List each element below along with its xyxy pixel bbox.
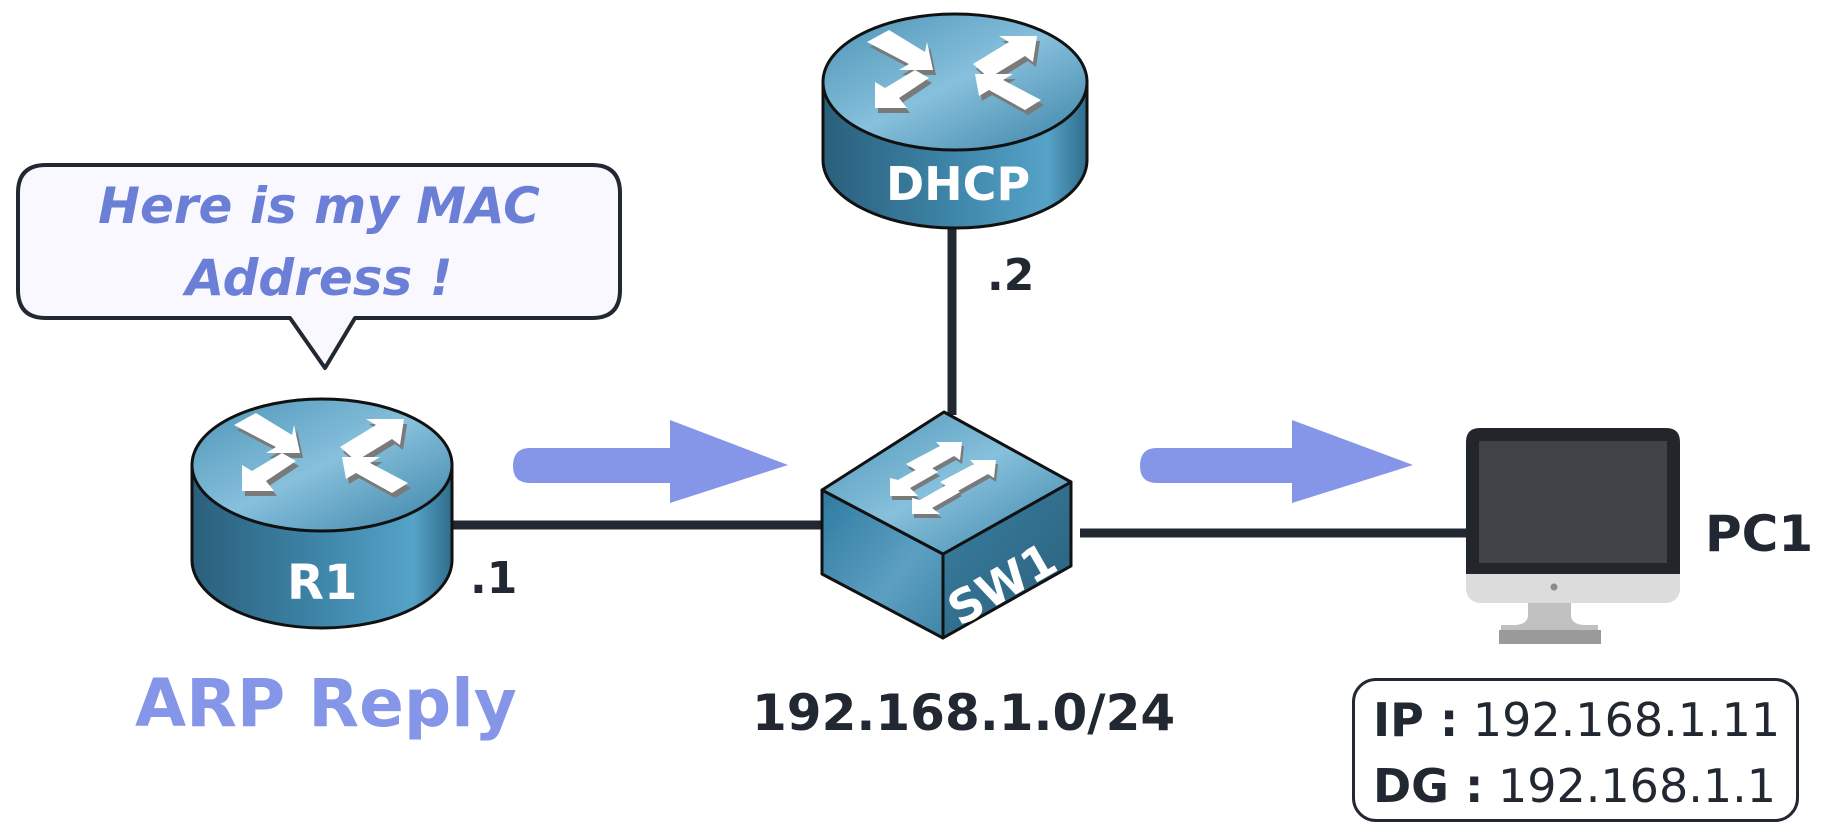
router-r1-label: R1 xyxy=(287,555,358,611)
flow-arrow-sw1-to-pc1 xyxy=(1140,420,1413,503)
pc1-gateway-value: 192.168.1.1 xyxy=(1497,759,1776,813)
flow-arrow-r1-to-sw1 xyxy=(513,420,788,503)
pc1-config-box: IP : 192.168.1.11 DG : 192.168.1.1 xyxy=(1352,678,1799,822)
pc1-ip-key: IP : xyxy=(1373,693,1459,747)
router-dhcp-icon[interactable] xyxy=(821,12,1089,230)
switch-sw1-icon[interactable]: SW1 xyxy=(820,410,1073,640)
diagram-title: ARP Reply xyxy=(135,665,517,742)
dhcp-interface-ip: .2 xyxy=(987,250,1035,301)
desktop-pc1-icon[interactable] xyxy=(1390,428,1680,645)
speech-bubble-line-1: Here is my MAC xyxy=(98,176,540,235)
pc1-gateway-key: DG : xyxy=(1373,759,1484,813)
pc1-gateway-row: DG : 192.168.1.1 xyxy=(1373,753,1796,819)
router-dhcp-label: DHCP xyxy=(886,157,1031,211)
pc1-label: PC1 xyxy=(1705,505,1814,563)
pc1-ip-row: IP : 192.168.1.11 xyxy=(1373,687,1796,753)
router-r1-icon[interactable] xyxy=(190,397,454,630)
pc1-ip-value: 192.168.1.11 xyxy=(1472,693,1781,747)
r1-interface-ip: .1 xyxy=(470,553,518,604)
subnet-label: 192.168.1.0/24 xyxy=(752,684,1176,742)
speech-bubble xyxy=(16,163,622,370)
speech-bubble-text: Here is my MAC Address ! xyxy=(18,165,620,318)
speech-bubble-line-2: Address ! xyxy=(185,248,453,307)
